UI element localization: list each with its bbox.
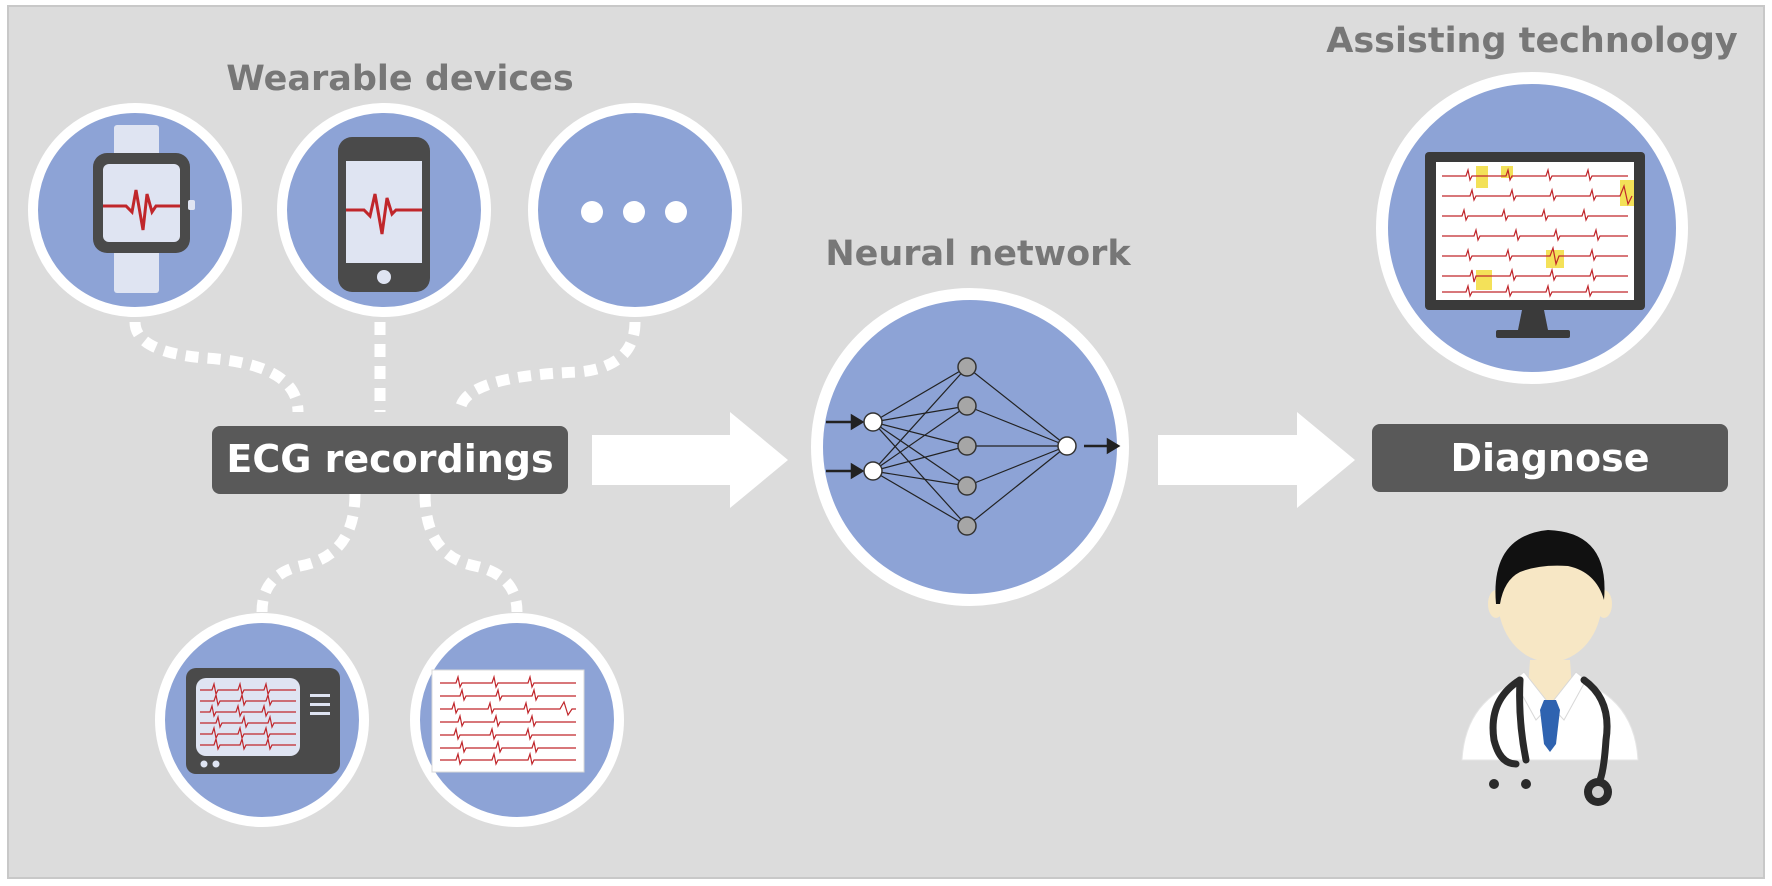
neural-network-icon: [826, 357, 1121, 536]
assisting-technology-circle: [1376, 72, 1688, 384]
connector-watch: [129, 321, 304, 413]
dotted-connectors: [129, 321, 641, 613]
neural-network-circle: [811, 288, 1129, 606]
arrow-right-2: [1158, 412, 1355, 508]
ecg-paper-icon: [431, 669, 585, 773]
ecg-monitor-icon: [186, 668, 340, 774]
smartwatch-circle: [28, 103, 242, 317]
ecg-recordings-label: ECG recordings: [226, 437, 553, 481]
more-devices-circle: [528, 103, 742, 317]
connector-more: [454, 321, 641, 413]
diagnose-box: Diagnose: [1372, 424, 1728, 492]
arrow-right-1: [592, 412, 788, 508]
doctor-icon: [1461, 530, 1639, 806]
connector-paper: [419, 493, 523, 613]
diagnose-label: Diagnose: [1451, 436, 1650, 480]
more-dots-icon: [581, 201, 687, 223]
heading-neural-network: Neural network: [825, 234, 1131, 274]
smartphone-circle: [277, 103, 491, 317]
smartphone-icon: [338, 137, 430, 292]
connector-monitor: [256, 493, 361, 613]
ecg-recordings-box: ECG recordings: [212, 426, 568, 494]
ecg-paper-circle: [410, 613, 624, 827]
ecg-display-monitor-icon: [1425, 152, 1645, 338]
heading-wearable-devices: Wearable devices: [226, 59, 574, 99]
ecg-monitor-circle: [155, 613, 369, 827]
smartwatch-icon: [93, 125, 195, 293]
heading-assisting-technology: Assisting technology: [1326, 21, 1738, 61]
